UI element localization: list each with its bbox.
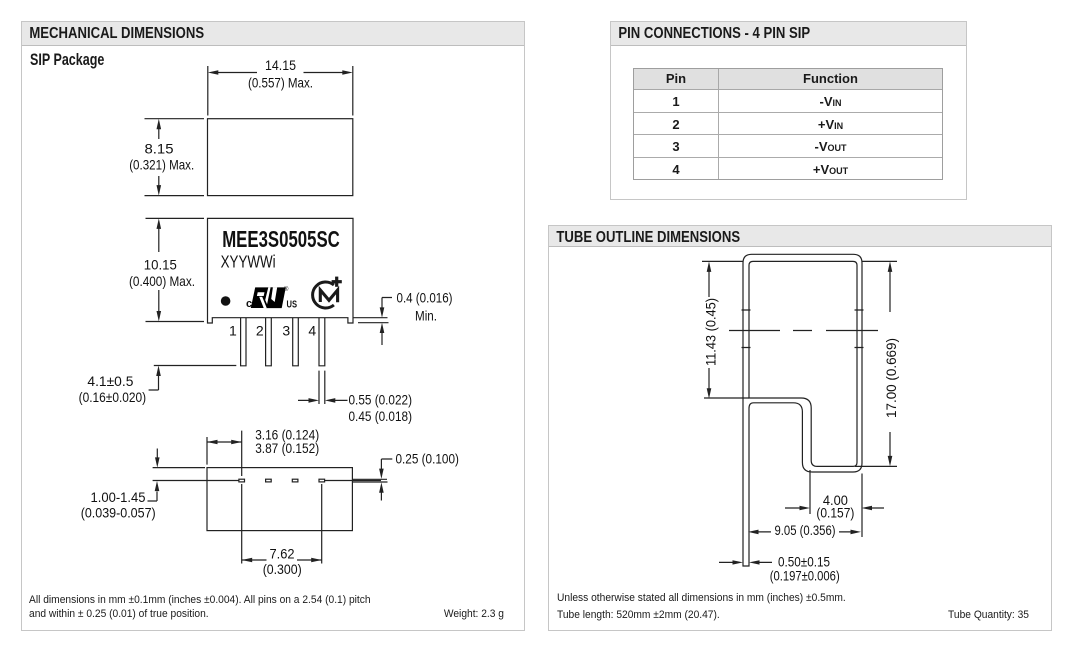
svg-text:7.62: 7.62 [270,546,295,562]
svg-text:(0.157): (0.157) [816,504,854,520]
svg-text:4.1±0.5: 4.1±0.5 [87,373,133,389]
svg-text:c: c [246,298,252,310]
svg-text:(0.039-0.057): (0.039-0.057) [81,505,156,521]
svg-text:(0.321) Max.: (0.321) Max. [129,156,194,172]
svg-text:MEE3S0505SC: MEE3S0505SC [222,226,340,252]
svg-text:11.43 (0.45): 11.43 (0.45) [703,298,719,366]
svg-text:0.25 (0.100): 0.25 (0.100) [396,451,459,467]
svg-text:1: 1 [229,323,237,339]
svg-text:8.15: 8.15 [145,140,174,156]
svg-text:(0.400) Max.: (0.400) Max. [129,273,195,289]
svg-text:0.55 (0.022): 0.55 (0.022) [349,392,413,408]
svg-text:10.15: 10.15 [144,257,177,273]
svg-text:9.05 (0.356): 9.05 (0.356) [775,522,836,538]
svg-text:(0.16±0.020): (0.16±0.020) [79,389,147,405]
svg-text:3.87 (0.152): 3.87 (0.152) [255,440,319,456]
svg-text:17.00 (0.669): 17.00 (0.669) [883,338,899,418]
svg-text:(0.197±0.006): (0.197±0.006) [770,567,840,583]
svg-text:3.16 (0.124): 3.16 (0.124) [255,427,319,443]
svg-text:2: 2 [256,323,264,339]
svg-text:4: 4 [308,323,316,339]
svg-text:0.45 (0.018): 0.45 (0.018) [349,408,413,424]
svg-text:1.00-1.45: 1.00-1.45 [91,489,146,505]
svg-text:3: 3 [282,323,290,339]
svg-text:14.15: 14.15 [265,57,296,73]
svg-text:®: ® [284,285,289,293]
svg-text:US: US [287,299,298,311]
svg-text:XYYWWi: XYYWWi [221,251,276,271]
svg-text:(0.557) Max.: (0.557) Max. [248,75,313,91]
svg-text:0.50±0.15: 0.50±0.15 [778,553,830,569]
svg-text:4.00: 4.00 [823,492,848,508]
svg-text:(0.300): (0.300) [263,561,302,577]
svg-text:0.4 (0.016): 0.4 (0.016) [397,290,453,306]
svg-text:Min.: Min. [415,308,437,324]
